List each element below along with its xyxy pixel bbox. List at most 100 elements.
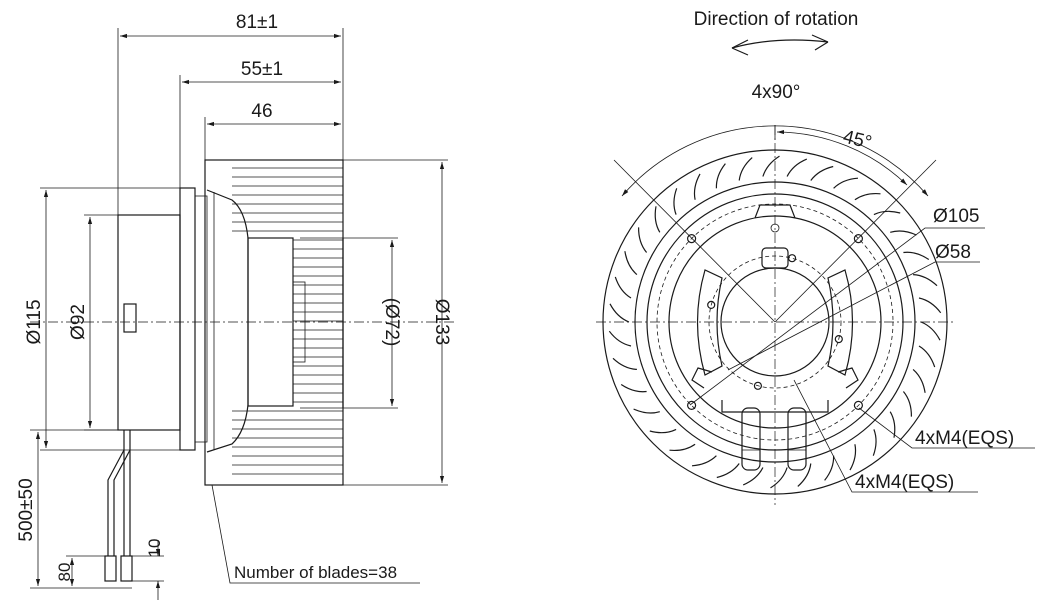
lead-terminal-2: [120, 555, 133, 582]
bolt-hole-outer: [853, 400, 864, 410]
top-lug: [754, 204, 796, 219]
dim-flange-dia: Ø115: [24, 299, 45, 344]
front-blade: [918, 345, 936, 368]
front-blade: [691, 455, 717, 467]
blades-label: Number of blades=38: [234, 563, 397, 582]
bolt-hole-outer: [853, 234, 864, 244]
blades-leader: [211, 484, 420, 584]
front-blade: [873, 210, 901, 216]
front-blade: [786, 158, 808, 177]
dim-lead-strip: 80: [55, 563, 74, 582]
bolt-hole-inner: [753, 381, 763, 390]
front-blade: [903, 251, 930, 260]
bolt-circle-58: [708, 255, 842, 389]
leader-58: [727, 261, 980, 371]
dim-lead-end: 10: [145, 539, 164, 558]
dim-rotor-dia: Ø133: [431, 299, 452, 345]
cable-gland-1: [741, 407, 761, 471]
dia-inner-holes: Ø58: [935, 242, 971, 263]
front-blade: [920, 321, 941, 341]
front-blade: [649, 428, 677, 434]
cutout-left: [696, 269, 723, 376]
front-blade: [849, 444, 857, 471]
front-blade: [918, 297, 942, 314]
side-view: 81±1 55±1 46 Ø115 Ø92 (Ø72) Ø133 500±50: [16, 12, 455, 600]
dim-overall-length: 81±1: [236, 12, 278, 33]
front-blade: [693, 173, 701, 200]
front-blade: [612, 357, 637, 370]
bolt-circle-105: [656, 203, 894, 441]
lead-wire-1: [107, 430, 125, 556]
dim-motor-dia: Ø92: [68, 304, 89, 340]
leader-thread-outer: [858, 407, 1035, 449]
bolt-hole-outer: [686, 234, 697, 244]
rotation-tail: [811, 34, 829, 51]
dim-lead-length: 500±50: [16, 478, 37, 541]
rotation-arrowhead: [731, 39, 749, 56]
leader-thread-inner: [793, 379, 978, 493]
front-blade: [654, 206, 661, 233]
dim-arc-45: [776, 129, 908, 186]
thread-outer: 4xM4(EQS): [915, 428, 1014, 449]
front-blade: [608, 330, 632, 347]
rotation-label: Direction of rotation: [694, 9, 859, 30]
front-blade: [715, 163, 726, 189]
front-blade: [912, 368, 926, 393]
right-lug: [837, 367, 859, 389]
front-blade: [872, 429, 877, 456]
front-blade: [762, 155, 780, 177]
rotor-cone: [206, 189, 249, 453]
motor-tab: [123, 303, 137, 333]
angle-main: 4x90°: [752, 82, 801, 103]
dim-rotor-length: 46: [251, 101, 272, 122]
front-blade: [614, 276, 632, 299]
cutout-right: [827, 269, 854, 376]
front-blade: [609, 303, 630, 323]
motor-body: [117, 214, 181, 431]
front-blade: [738, 157, 753, 181]
front-view: Direction of rotation: [596, 9, 1035, 505]
lead-wire-1b: [113, 430, 131, 556]
front-blade: [797, 463, 812, 487]
front-blade: [770, 467, 788, 489]
front-blade: [824, 455, 835, 481]
ext-90-left: [613, 159, 776, 323]
front-blade: [913, 274, 938, 287]
front-blade: [833, 177, 859, 189]
top-slot: [761, 247, 789, 269]
front-blade: [620, 384, 647, 393]
front-blade: [902, 391, 913, 417]
bolt-holes-inner: [707, 254, 843, 390]
thread-inner: 4xM4(EQS): [855, 472, 954, 493]
cable-outlet: [721, 400, 829, 413]
hub-boss: [292, 281, 306, 363]
bolt-hole-inner: [707, 300, 716, 309]
bolt-hole-inner: [787, 254, 797, 263]
front-blade: [637, 227, 648, 253]
dim-mid-length: 55±1: [241, 59, 283, 80]
bolt-hole-outer: [686, 400, 697, 410]
dia-outer-holes: Ø105: [933, 206, 979, 227]
front-blades: [608, 155, 942, 489]
rotation-arc: [731, 39, 829, 49]
impeller-blades: [232, 167, 343, 475]
front-blade: [624, 251, 638, 276]
front-blade: [673, 188, 678, 215]
front-blade: [810, 165, 834, 181]
front-blade: [716, 463, 740, 479]
motor-ring: [668, 215, 882, 429]
front-blade: [890, 230, 917, 236]
front-blade: [889, 411, 896, 438]
front-blade: [633, 408, 660, 414]
dim-inlet-dia: (Ø72): [381, 298, 402, 347]
bolt-hole-inner: [834, 335, 843, 344]
cable-gland-2: [787, 407, 807, 471]
top-lug-hole: [770, 223, 780, 233]
leader-105: [689, 227, 985, 406]
front-blade: [854, 192, 881, 201]
front-blade: [669, 443, 696, 452]
lead-terminal-1: [104, 555, 117, 582]
flange-step: [194, 195, 208, 443]
angle-offset: 45°: [841, 126, 874, 153]
